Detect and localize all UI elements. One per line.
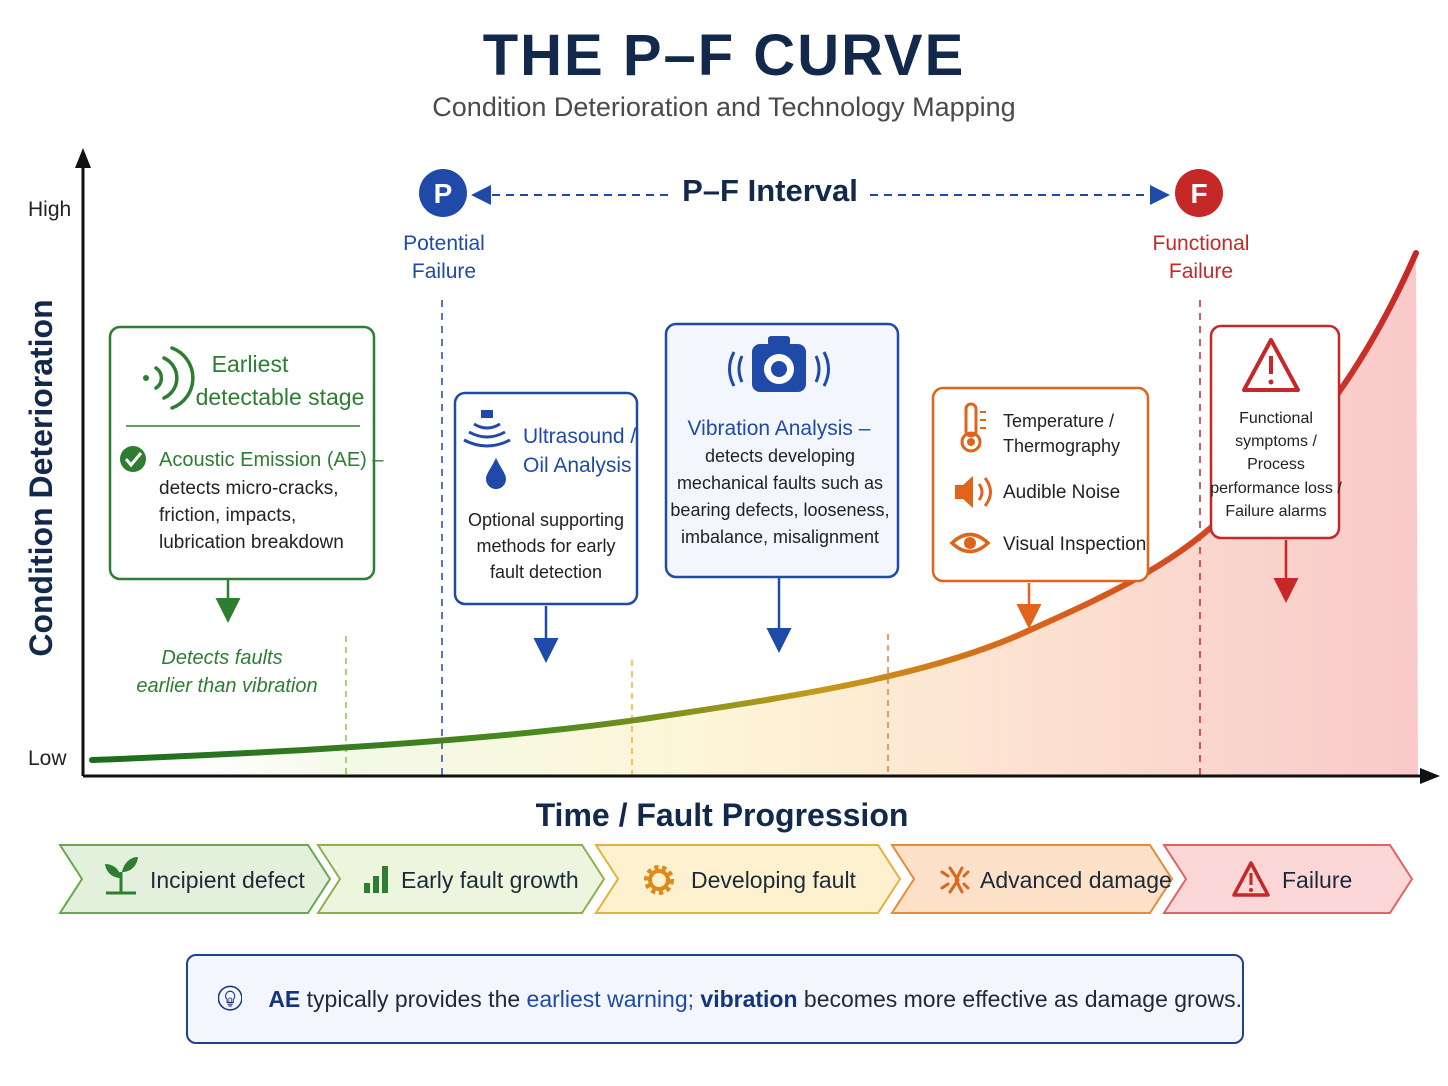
f-label-line1: Functional <box>1153 232 1250 255</box>
senses-callout-box <box>931 386 1150 583</box>
thermometer-icon <box>960 402 986 453</box>
ae-heading-line1: Earliest <box>212 351 289 377</box>
check-icon <box>120 446 146 472</box>
stage-label: Developing fault <box>691 867 857 893</box>
summary-text-b: becomes more effective as damage grows. <box>797 985 1242 1012</box>
ae-title: Acoustic Emission (AE) – <box>159 449 384 471</box>
eye-icon <box>949 532 991 554</box>
f-label-line2: Failure <box>1169 260 1233 283</box>
sprout-icon <box>105 857 138 895</box>
page-title: THE P–F CURVE <box>482 23 966 88</box>
y-axis-arrow <box>75 148 91 168</box>
y-axis-high: High <box>28 198 71 221</box>
p-marker-letter: P <box>434 178 453 209</box>
failure-line: symptoms / <box>1235 433 1317 450</box>
page-subtitle: Condition Deterioration and Technology M… <box>432 92 1016 122</box>
failure-line: Process <box>1247 456 1305 473</box>
stage-label: Failure <box>1282 867 1352 893</box>
vibration-callout-box <box>664 322 900 579</box>
vibration-line: detects developing <box>705 446 855 466</box>
failure-line: Failure alarms <box>1225 503 1326 520</box>
summary-ae: AE <box>268 985 301 1012</box>
y-axis-low: Low <box>28 747 67 770</box>
ultrasound-line: methods for early <box>476 536 615 556</box>
summary-note: AE typically provides the earliest warni… <box>186 954 1244 1044</box>
lightbulb-icon <box>218 985 243 1011</box>
bar-chart-icon <box>364 866 388 893</box>
speaker-icon <box>955 476 992 508</box>
ae-line: friction, impacts, <box>159 505 296 526</box>
ae-line: detects micro-cracks, <box>159 478 338 499</box>
ae-heading-line2: detectable stage <box>196 384 365 410</box>
ultrasound-title-line2: Oil Analysis <box>523 454 632 477</box>
warning-icon <box>1232 861 1270 897</box>
ultrasound-line: fault detection <box>490 562 602 582</box>
senses-visual: Visual Inspection <box>1003 534 1146 555</box>
x-axis-arrow <box>1420 768 1440 784</box>
ultrasound-title-line1: Ultrasound / <box>523 425 636 448</box>
stage-label: Early fault growth <box>401 867 579 893</box>
ae-callout-box <box>108 325 376 581</box>
stage-chevron-advanced <box>890 844 1174 914</box>
failure-line: performance loss / <box>1210 480 1342 497</box>
sound-waves-icon <box>143 346 195 410</box>
vibration-line: bearing defects, looseness, <box>670 500 889 520</box>
stage-chevron-early <box>316 844 606 914</box>
stage-chevron-failure <box>1162 844 1414 914</box>
pf-interval-label: P–F Interval <box>682 173 858 208</box>
senses-temp-line1: Temperature / <box>1003 411 1114 431</box>
failure-line: Functional <box>1239 410 1313 427</box>
senses-temp-line2: Thermography <box>1003 436 1120 456</box>
senses-noise: Audible Noise <box>1003 482 1120 503</box>
x-axis-label: Time / Fault Progression <box>536 797 909 833</box>
vibration-line: imbalance, misalignment <box>681 527 879 547</box>
summary-earliest: earliest warning; <box>526 985 695 1012</box>
warning-icon <box>1242 338 1300 392</box>
f-marker-letter: F <box>1190 178 1207 209</box>
ultrasound-callout-box <box>453 391 639 606</box>
ae-note-line2: earlier than vibration <box>136 675 317 697</box>
stage-chevron-developing <box>594 844 902 914</box>
p-label-line1: Potential <box>403 232 485 255</box>
f-marker <box>1175 169 1223 217</box>
gear-icon <box>644 865 674 895</box>
ae-note-line1: Detects faults <box>161 647 282 669</box>
summary-text-a: typically provides the <box>300 985 527 1012</box>
burst-icon <box>940 866 970 894</box>
failure-callout-box <box>1209 324 1341 540</box>
p-marker <box>419 169 467 217</box>
ae-line: lubrication breakdown <box>159 532 344 553</box>
vibration-sensor-icon <box>728 336 830 392</box>
deterioration-area <box>92 253 1418 776</box>
stage-label: Incipient defect <box>150 867 305 893</box>
summary-vibration: vibration <box>694 985 798 1012</box>
ultrasound-line: Optional supporting <box>468 510 624 530</box>
vibration-line: mechanical faults such as <box>677 473 883 493</box>
summary-text: AE typically provides the earliest warni… <box>268 986 1242 1013</box>
vibration-title: Vibration Analysis – <box>688 417 871 440</box>
y-axis-label: Condition Deterioration <box>23 299 59 656</box>
stage-label: Advanced damage <box>980 867 1172 893</box>
ultrasound-oil-icon <box>463 410 511 489</box>
p-label-line2: Failure <box>412 260 476 283</box>
